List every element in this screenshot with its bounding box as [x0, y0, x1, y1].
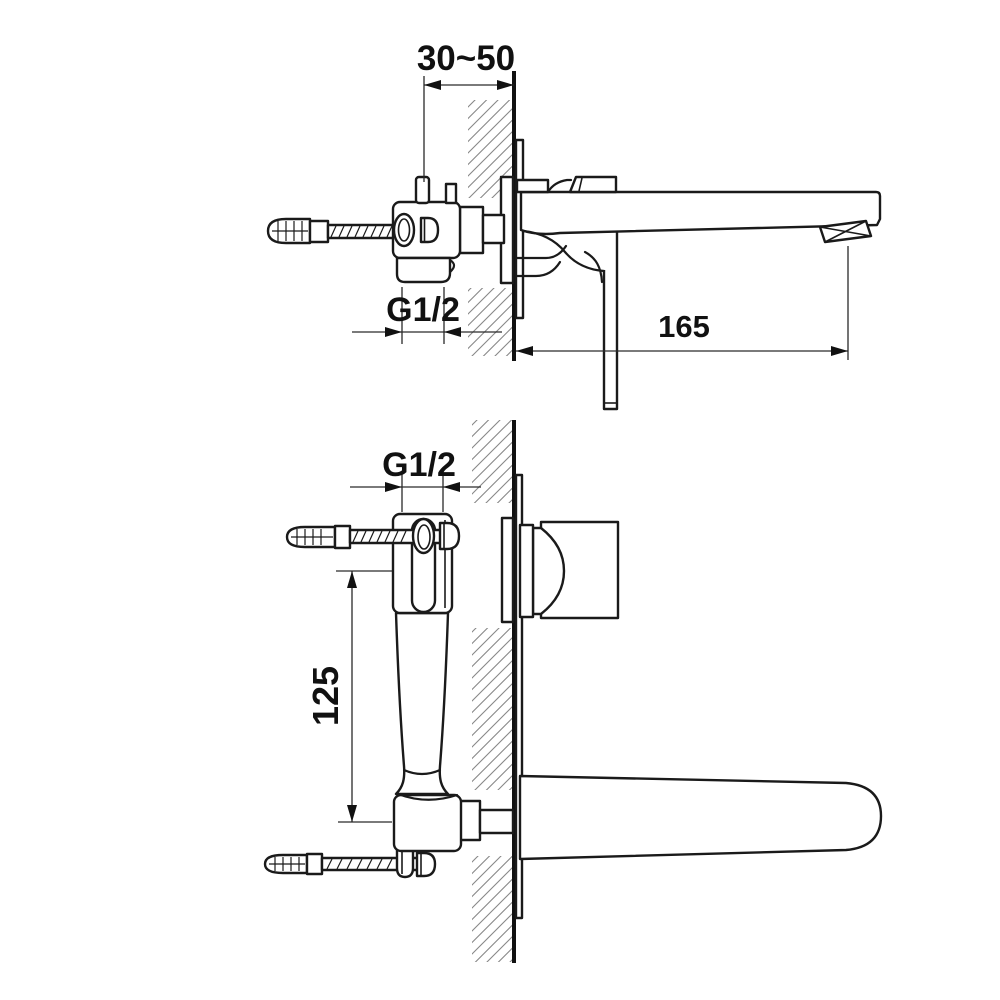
cap-arc — [546, 178, 573, 194]
dimension-inlet-thread-side: G1/2 — [352, 287, 502, 344]
handle-collar — [518, 523, 535, 619]
dimension-port-spacing: 125 — [305, 570, 392, 823]
fixing-screw-top — [285, 517, 461, 555]
screw-washer-inner — [397, 218, 411, 242]
dim-label-wall-depth: 30~50 — [417, 39, 515, 78]
screw-washer-top — [411, 517, 436, 555]
dim-label-inlet-thread-side: G1/2 — [386, 291, 460, 329]
pipe-through-wall-front — [478, 808, 515, 835]
front-view: G1/2 125 — [263, 420, 883, 963]
valve-top-pin-2 — [444, 182, 458, 205]
screw-thread-marks-bottom — [326, 858, 393, 870]
anchor-sleeve-bottom — [305, 852, 324, 876]
screw-shaft — [326, 223, 398, 240]
pipe-stub — [458, 205, 485, 255]
valve-body-front — [391, 512, 463, 853]
anchor-sleeve-top — [333, 524, 352, 550]
wall-hatch-front — [472, 420, 513, 962]
body-bulge-inner — [583, 250, 604, 284]
escutcheon-plate-front — [514, 473, 524, 920]
spout-side — [515, 175, 882, 244]
neck-flare — [396, 792, 459, 801]
valve-neck — [394, 611, 450, 796]
aerator — [818, 219, 873, 244]
body-bulge-outer — [521, 229, 606, 273]
pipe-through-wall — [481, 213, 506, 245]
lower-cover-bottom — [514, 260, 562, 278]
dimension-wall-depth: 30~50 — [417, 39, 515, 182]
valve-lower-port — [395, 256, 452, 284]
port-curl — [448, 258, 456, 274]
side-view: 30~50 G1/2 165 — [266, 39, 882, 411]
screw-lug — [395, 843, 415, 879]
valve-top-pin — [414, 175, 431, 205]
screw-head-top — [438, 521, 461, 551]
screw-head — [419, 216, 440, 244]
spout-front — [518, 774, 883, 861]
wall-section-front — [470, 420, 516, 963]
handle-dome — [531, 526, 566, 616]
anchor-sleeve — [308, 219, 330, 244]
dimension-spout-reach: 165 — [516, 246, 849, 360]
screw-head-bottom — [415, 851, 437, 878]
fixing-screw-side — [266, 217, 398, 245]
dim-label-port-spacing: 125 — [305, 666, 346, 726]
dim-label-spout-reach: 165 — [658, 309, 710, 344]
valve-block-bottom — [392, 793, 463, 853]
screw-thread-marks — [330, 225, 393, 238]
mounting-bracket-bar-front — [500, 516, 515, 624]
handle-lever-side — [514, 229, 619, 411]
screw-thread-marks-top — [352, 530, 407, 543]
wall-pipe-front — [458, 799, 515, 842]
handle-top — [568, 175, 618, 194]
cartridge-cap — [515, 178, 550, 194]
lower-cover-top — [514, 244, 568, 260]
valve-body-side — [391, 175, 462, 284]
screw-washer-outer — [392, 212, 416, 248]
fixing-screw-bottom — [263, 843, 437, 879]
lever-bar — [602, 231, 619, 411]
dimension-inlet-thread-front: G1/2 — [350, 446, 481, 512]
neck-ridge — [402, 768, 442, 776]
dim-label-inlet-thread-front: G1/2 — [382, 446, 456, 484]
pipe-stub-front — [458, 799, 482, 842]
handle-front — [518, 520, 620, 620]
